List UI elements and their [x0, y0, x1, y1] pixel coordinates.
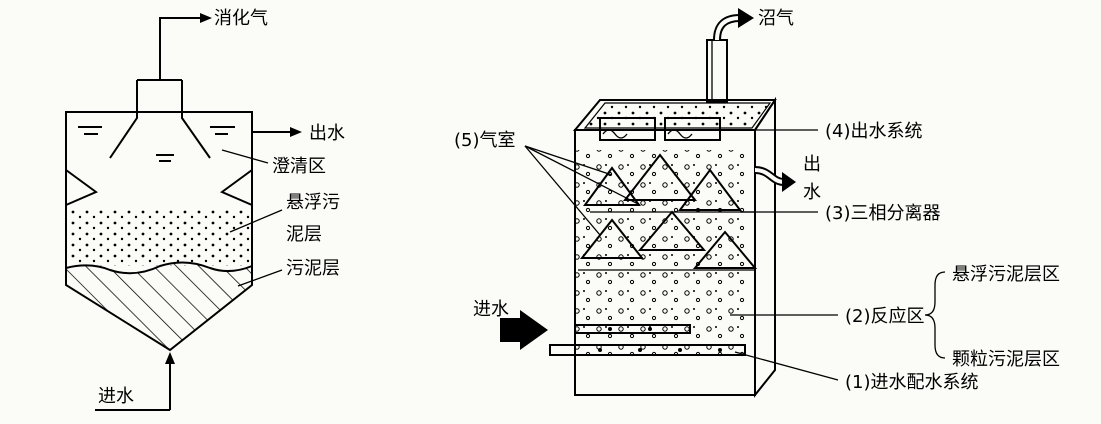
label-granular-zone: 颗粒污泥层区	[952, 349, 1060, 370]
label-outlet-system: (4)出水系统	[825, 121, 923, 142]
biogas-pipe	[706, 39, 728, 103]
label-suspended-zone: 悬浮污泥层区	[952, 264, 1060, 285]
left-reactor	[65, 13, 302, 411]
label-sludge-layer: 污泥层	[286, 258, 340, 279]
label-clarification-zone: 澄清区	[272, 156, 326, 177]
label-biogas: 沼气	[758, 8, 794, 29]
label-left-inlet: 进水	[98, 386, 134, 407]
left-outlet-arrow	[290, 127, 302, 137]
label-digester-gas: 消化气	[214, 8, 268, 29]
right-tank-side	[754, 96, 776, 398]
top-rim	[583, 102, 772, 129]
right-inlet-arrow	[500, 310, 548, 350]
gas-hood	[109, 80, 211, 159]
left-tank-wall	[65, 111, 253, 352]
separator-upper	[583, 153, 742, 211]
label-reaction-zone: (2)反应区	[845, 306, 925, 327]
suspended-sludge-dots	[70, 208, 250, 266]
right-reactor	[500, 8, 946, 398]
sludge-hatch	[66, 262, 252, 350]
baffle-left	[65, 169, 98, 206]
separator-lower	[579, 210, 758, 269]
zone-brace	[924, 271, 946, 359]
right-outlet-arrow	[782, 172, 796, 192]
biogas-arrow	[738, 8, 754, 28]
label-right-inlet: 进水	[473, 299, 509, 320]
baffle-right	[220, 169, 253, 206]
label-suspended-line2: 泥层	[286, 224, 322, 245]
weir-box-left	[599, 117, 656, 141]
label-right-outlet-char2: 水	[803, 182, 821, 203]
label-left-outlet: 出水	[309, 123, 345, 144]
label-right-outlet-char1: 出	[803, 154, 821, 175]
label-gas-chamber: (5)气室	[454, 130, 516, 151]
label-distribution-system: (1)进水配水系统	[845, 372, 979, 393]
weir-box-right	[664, 117, 721, 141]
label-suspended-line1: 悬浮污	[286, 192, 340, 213]
gas-pipe	[159, 17, 200, 80]
label-separator: (3)三相分离器	[825, 203, 941, 224]
